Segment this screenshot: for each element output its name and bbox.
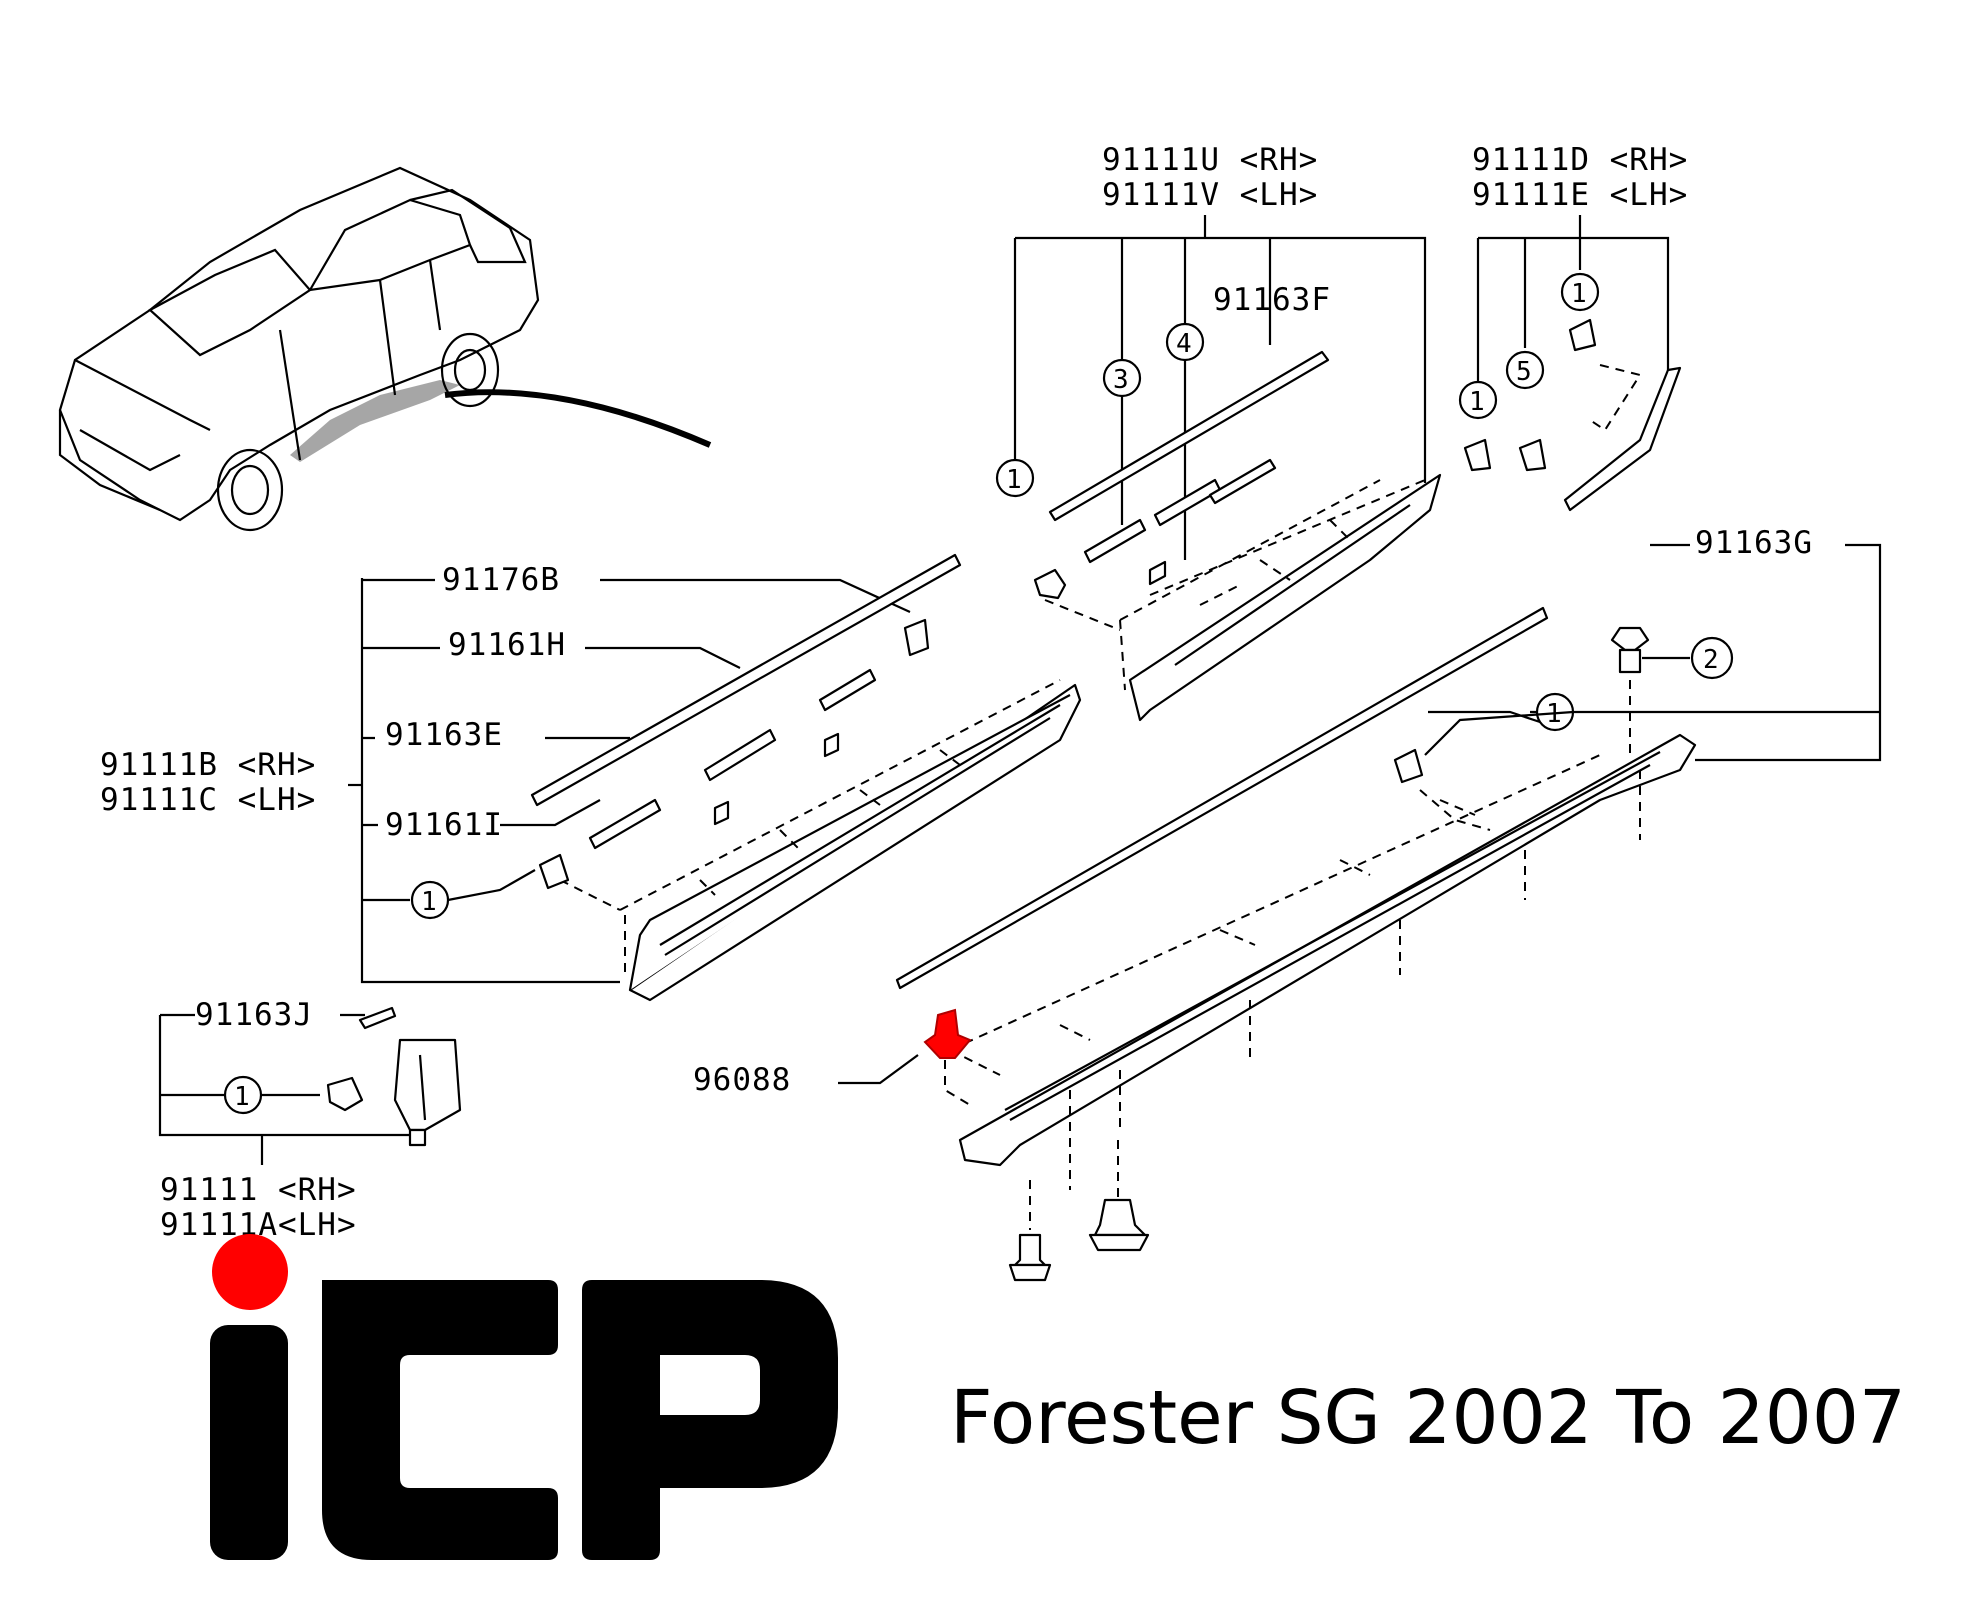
label-96088: 96088 <box>693 1062 791 1098</box>
label-91176b: 91176B <box>442 562 560 598</box>
bottom-left-group: 91163J 1 91111 <RH> 91111A<LH> <box>158 997 462 1243</box>
callout-3: 3 <box>1102 358 1142 398</box>
svg-text:1: 1 <box>1006 465 1022 495</box>
label-91163j: 91163J <box>195 997 313 1033</box>
label-91163g: 91163G <box>1695 525 1813 561</box>
svg-text:1: 1 <box>1571 279 1587 309</box>
callout-1: 1 <box>995 458 1035 498</box>
callout-1-bottom-left: 1 <box>223 1075 263 1115</box>
callout-5: 5 <box>1505 350 1545 390</box>
svg-text:5: 5 <box>1516 357 1532 387</box>
icp-logo <box>210 1234 838 1560</box>
middle-left-group: 91176B 91161H 91163E 91111B <RH> 91111C … <box>100 553 1082 1002</box>
logo-letter-c <box>322 1280 558 1560</box>
car-illustration <box>58 166 712 532</box>
label-91111c: 91111C <LH> <box>100 782 316 818</box>
right-skirt-group: 91163G 2 1 <box>895 525 1882 1282</box>
svg-text:1: 1 <box>421 887 437 917</box>
label-91111d: 91111D <RH> <box>1472 142 1688 178</box>
logo-letter-p <box>582 1280 838 1560</box>
clip-96088: 96088 <box>693 1008 972 1106</box>
callout-1-left: 1 <box>1458 380 1498 420</box>
label-91161h: 91161H <box>448 627 566 663</box>
label-91111b: 91111B <RH> <box>100 747 316 783</box>
label-91111u: 91111U <RH> <box>1102 142 1318 178</box>
label-91161i: 91161I <box>385 807 503 843</box>
callout-2: 2 <box>1690 636 1734 680</box>
logo-letter-i <box>210 1325 288 1560</box>
logo-dot <box>212 1234 288 1310</box>
upper-center-group: 91111U <RH> 91111V <LH> 91163F 1 3 4 <box>995 142 1442 722</box>
svg-text:1: 1 <box>1469 387 1485 417</box>
svg-text:2: 2 <box>1703 645 1719 675</box>
label-91163e: 91163E <box>385 717 503 753</box>
upper-right-group: 91111D <RH> 91111E <LH> 1 1 5 <box>1458 142 1688 512</box>
svg-text:3: 3 <box>1113 365 1129 395</box>
label-91111-rh: 91111 <RH> <box>160 1172 357 1208</box>
diagram-title: Forester SG 2002 To 2007 <box>950 1375 1907 1461</box>
callout-1-upper-right: 1 <box>1560 272 1600 312</box>
highlighted-clip <box>923 1008 972 1059</box>
callout-4: 4 <box>1165 322 1205 362</box>
label-91111v: 91111V <LH> <box>1102 177 1318 213</box>
label-91111e: 91111E <LH> <box>1472 177 1688 213</box>
label-91163f: 91163F <box>1213 282 1331 318</box>
callout-1-mid-left: 1 <box>410 880 450 920</box>
svg-text:4: 4 <box>1176 329 1192 359</box>
svg-text:1: 1 <box>234 1082 250 1112</box>
